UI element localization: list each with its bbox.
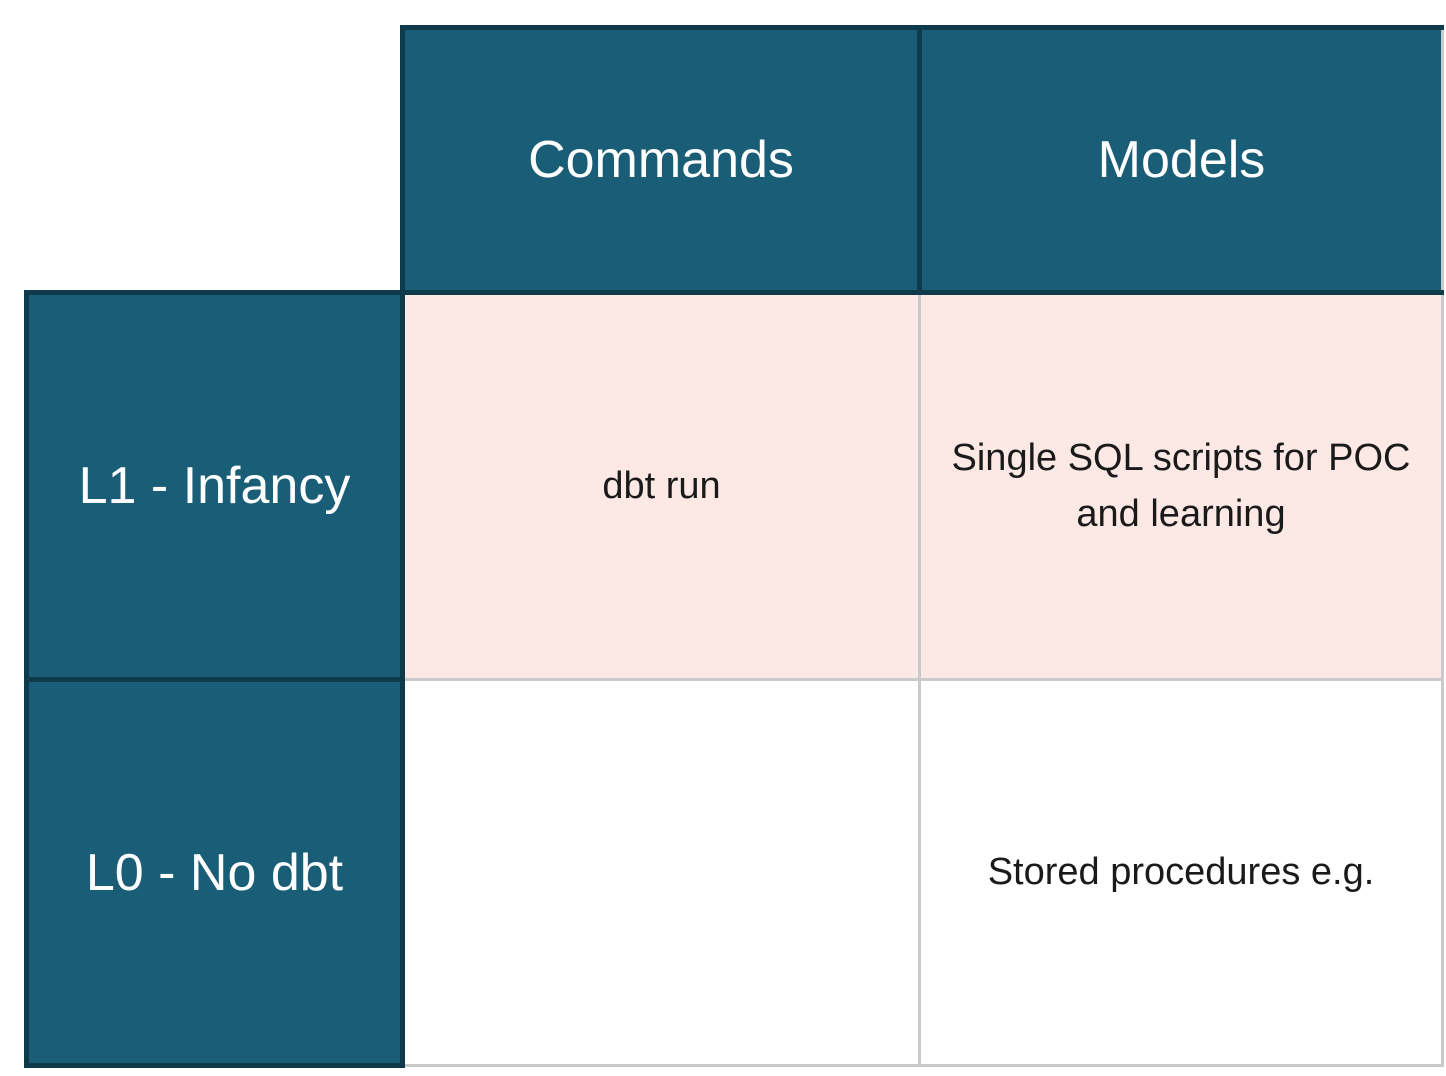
maturity-table: Commands Models L1 - Infancy dbt run Sin… xyxy=(24,25,1444,1068)
corner-cell xyxy=(27,28,403,293)
cell-l0-commands xyxy=(401,678,921,1067)
table-header-row: Commands Models xyxy=(27,25,1444,295)
column-header-commands: Commands xyxy=(400,25,922,295)
cell-l1-commands: dbt run xyxy=(401,291,921,681)
table-row-l0-no-dbt: L0 - No dbt Stored procedures e.g. xyxy=(24,677,1444,1068)
cell-l1-models: Single SQL scripts for POC and learning xyxy=(918,291,1444,681)
row-header-l0-no-dbt: L0 - No dbt xyxy=(24,677,405,1068)
table-row-l1-infancy: L1 - Infancy dbt run Single SQL scripts … xyxy=(24,290,1444,682)
cell-l0-models: Stored procedures e.g. xyxy=(918,678,1444,1067)
column-header-models: Models xyxy=(917,25,1444,295)
row-header-l1-infancy: L1 - Infancy xyxy=(24,290,405,682)
